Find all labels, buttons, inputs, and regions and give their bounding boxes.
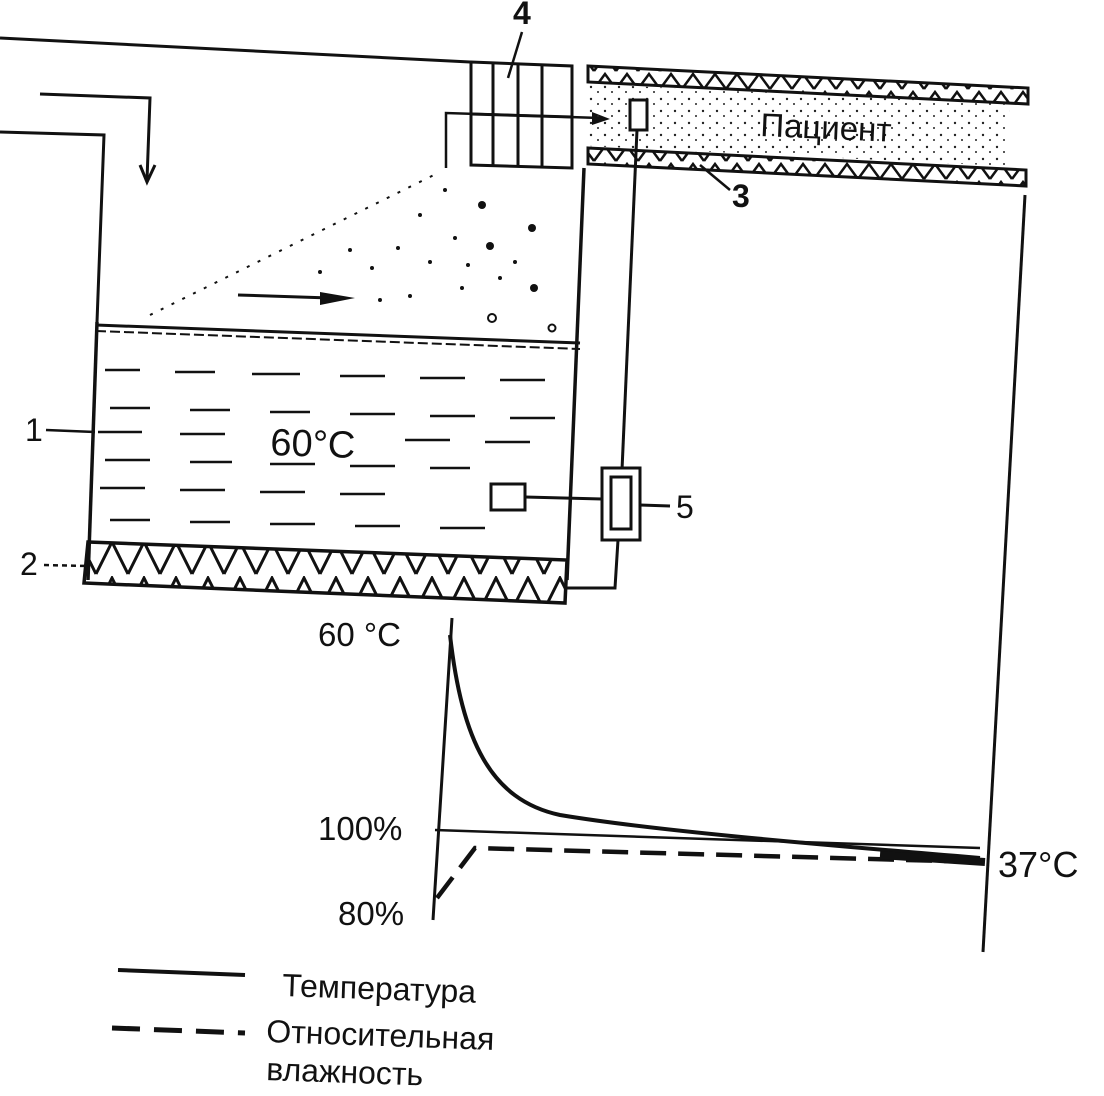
chart-axis-right: [981, 194, 1027, 953]
label-water-temperature: 60°C: [270, 422, 356, 467]
temperature-sensor: [489, 98, 649, 590]
label-1: 1: [25, 412, 43, 448]
legend-dashed-swatch: [111, 1025, 246, 1036]
inlet-gas-line: [0, 36, 471, 323]
label-temp-60: 60 °C: [318, 616, 401, 653]
heater-plate: [82, 540, 569, 605]
water-reservoir: [86, 167, 586, 581]
label-4: 4: [513, 0, 531, 31]
chart-axis-left: [431, 617, 454, 921]
legend-solid-swatch: [117, 968, 246, 977]
legend-humidity-label-line2: влажность: [266, 1051, 424, 1092]
legend-humidity-label-line1: Относительная: [266, 1013, 495, 1057]
label-patient: Пациент: [760, 106, 893, 149]
label-temp-37: 37°C: [998, 844, 1078, 885]
controller-box: [600, 466, 671, 542]
temperature-curve: [448, 634, 981, 860]
inlet-arrow: [39, 92, 157, 186]
label-2: 2: [20, 546, 38, 582]
gas-flow-to-patient: [444, 111, 601, 168]
legend: [111, 968, 246, 1036]
label-leaders: [43, 31, 731, 568]
humidity-100-reference: [434, 828, 981, 850]
vapor-spray: [149, 171, 557, 333]
label-5: 5: [676, 489, 694, 525]
legend-temperature-label: Температура: [282, 967, 477, 1010]
humidity-curve: [435, 845, 981, 900]
label-humidity-80: 80%: [338, 895, 404, 932]
label-humidity-100: 100%: [318, 810, 402, 847]
label-3: 3: [732, 178, 750, 214]
profile-chart: [431, 194, 1027, 953]
patient-tube: [586, 64, 1030, 188]
curves-convergence: [879, 851, 986, 866]
